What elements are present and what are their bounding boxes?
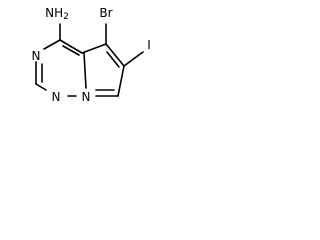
bond-c4a-c5 bbox=[81, 43, 107, 54]
n3-label: N bbox=[32, 49, 41, 63]
bond-c6-c7 bbox=[117, 65, 125, 97]
bond-c4-n3 bbox=[43, 39, 61, 50]
bonds bbox=[35, 23, 144, 97]
bond-c5-c6-double bbox=[106, 51, 120, 68]
n1-label: N bbox=[52, 90, 61, 104]
atom-labels: NH2 Br I N N N N bbox=[32, 6, 151, 104]
bond-c5-c6 bbox=[105, 43, 125, 67]
bond-c4-c4a bbox=[59, 39, 83, 54]
bond-c2-n1 bbox=[35, 83, 47, 91]
bromine-label: Br bbox=[99, 6, 112, 20]
bond-c6-i bbox=[123, 51, 144, 67]
iodine-label: I bbox=[147, 38, 151, 52]
n-bridge-label: N bbox=[82, 90, 91, 104]
amine-label: NH2 bbox=[45, 6, 69, 22]
bond-c4-c4a-double bbox=[62, 45, 80, 56]
structure-diagram: NH2 Br I N N N N bbox=[32, 6, 151, 104]
bond-nbridge-c4a bbox=[83, 52, 87, 89]
